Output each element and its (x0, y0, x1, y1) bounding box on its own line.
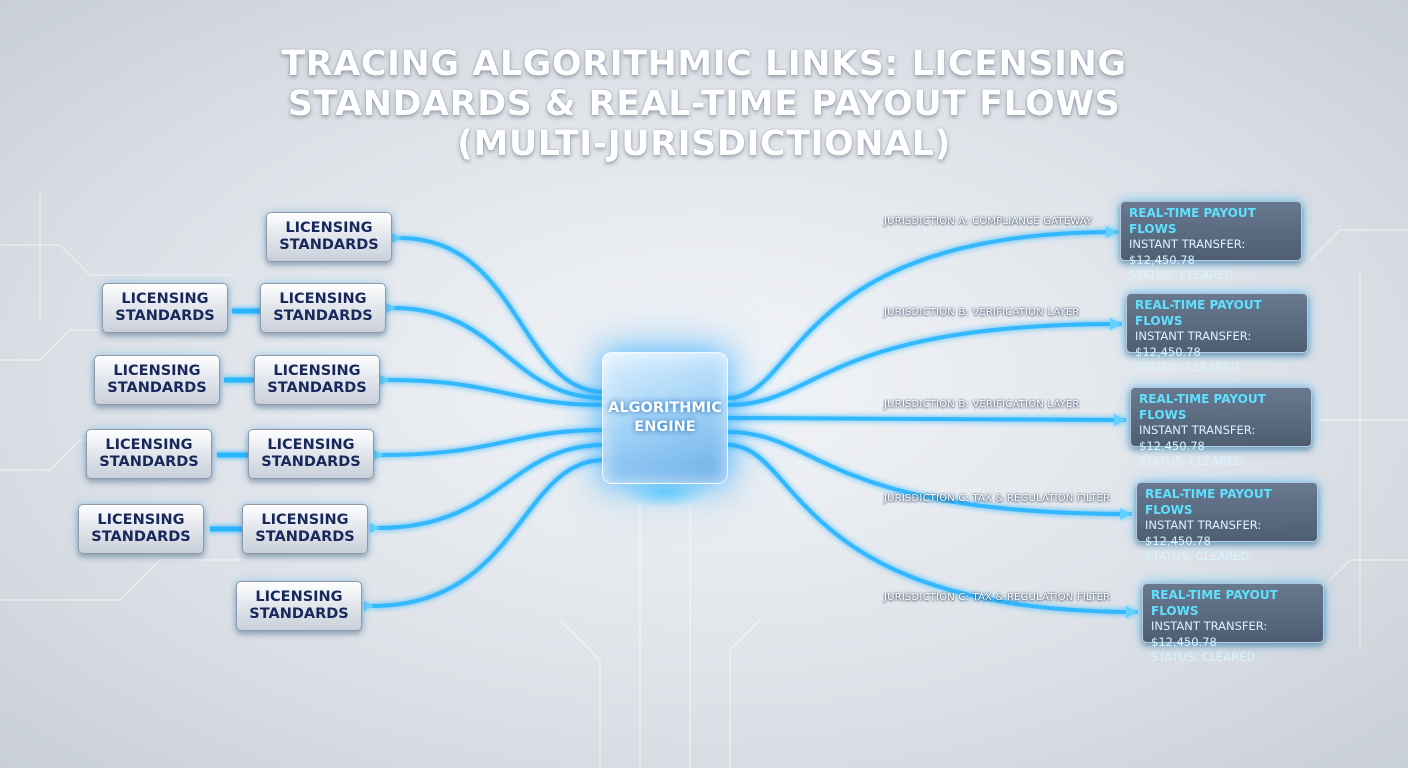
engine-label-line-2: ENGINE (634, 419, 696, 435)
licensing-line-1: LICENSING (113, 363, 201, 379)
licensing-line-1: LICENSING (273, 363, 361, 379)
payout-status: STATUS: CLEARED (1129, 268, 1234, 282)
left-flows (363, 232, 606, 612)
payout-transfer: INSTANT TRANSFER: $12,450.78 (1135, 329, 1252, 359)
licensing-line-2: STANDARDS (91, 529, 191, 545)
payout-heading: REAL-TIME PAYOUT FLOWS (1129, 206, 1256, 236)
payout-heading: REAL-TIME PAYOUT FLOWS (1135, 298, 1262, 328)
payout-transfer: INSTANT TRANSFER: $12,450.78 (1151, 619, 1268, 649)
jurisdiction-label: JURISDICTION C: TAX & REGULATION FILTER (884, 592, 1111, 603)
circuit-traces (0, 190, 1408, 768)
licensing-standards-box: LICENSING STANDARDS (236, 581, 362, 631)
licensing-line-2: STANDARDS (249, 606, 349, 622)
licensing-line-1: LICENSING (279, 291, 367, 307)
licensing-standards-box: LICENSING STANDARDS (78, 504, 204, 554)
licensing-standards-box: LICENSING STANDARDS (94, 355, 220, 405)
title-line-3: (MULTI-JURISDICTIONAL) (457, 124, 951, 164)
jurisdiction-label: JURISDICTION B: VERIFICATION LAYER (884, 307, 1080, 318)
payout-panel: REAL-TIME PAYOUT FLOWS INSTANT TRANSFER:… (1142, 583, 1324, 664)
licensing-standards-box: LICENSING STANDARDS (242, 504, 368, 554)
payout-status: STATUS: CLEARED (1145, 549, 1250, 563)
payout-heading: REAL-TIME PAYOUT FLOWS (1151, 588, 1278, 618)
payout-status: STATUS: CLEARED (1135, 360, 1240, 374)
licensing-line-2: STANDARDS (261, 454, 361, 470)
licensing-line-1: LICENSING (261, 512, 349, 528)
licensing-connectors (210, 308, 262, 532)
engine-label: ALGORITHMIC ENGINE (608, 399, 722, 437)
algorithmic-engine: ALGORITHMIC ENGINE (602, 352, 728, 484)
page-title: TRACING ALGORITHMIC LINKS: LICENSING STA… (0, 44, 1408, 164)
jurisdiction-label: JURISDICTION C: TAX & REGULATION FILTER (884, 493, 1111, 504)
licensing-line-2: STANDARDS (255, 529, 355, 545)
payout-transfer: INSTANT TRANSFER: $12,450.78 (1129, 237, 1246, 267)
licensing-line-2: STANDARDS (115, 308, 215, 324)
right-flows (726, 226, 1138, 618)
payout-panel: REAL-TIME PAYOUT FLOWS INSTANT TRANSFER:… (1136, 482, 1318, 563)
licensing-line-2: STANDARDS (273, 308, 373, 324)
licensing-line-1: LICENSING (105, 437, 193, 453)
jurisdiction-label: JURISDICTION A: COMPLIANCE GATEWAY (884, 216, 1093, 227)
licensing-line-1: LICENSING (285, 220, 373, 236)
payout-panel: REAL-TIME PAYOUT FLOWS INSTANT TRANSFER:… (1126, 293, 1308, 374)
licensing-standards-box: LICENSING STANDARDS (86, 429, 212, 479)
licensing-line-1: LICENSING (267, 437, 355, 453)
payout-transfer: INSTANT TRANSFER: $12,450.78 (1139, 423, 1256, 453)
licensing-line-2: STANDARDS (99, 454, 199, 470)
licensing-line-2: STANDARDS (267, 380, 367, 396)
licensing-line-1: LICENSING (121, 291, 209, 307)
licensing-line-2: STANDARDS (107, 380, 207, 396)
payout-status: STATUS: CLEARED (1139, 454, 1244, 468)
licensing-standards-box: LICENSING STANDARDS (248, 429, 374, 479)
licensing-standards-box: LICENSING STANDARDS (266, 212, 392, 262)
licensing-standards-box: LICENSING STANDARDS (102, 283, 228, 333)
payout-panel: REAL-TIME PAYOUT FLOWS INSTANT TRANSFER:… (1120, 201, 1302, 282)
title-line-1: TRACING ALGORITHMIC LINKS: LICENSING (281, 44, 1127, 84)
engine-label-line-1: ALGORITHMIC (608, 400, 722, 416)
licensing-line-2: STANDARDS (279, 237, 379, 253)
payout-panel: REAL-TIME PAYOUT FLOWS INSTANT TRANSFER:… (1130, 387, 1312, 468)
title-line-2: STANDARDS & REAL-TIME PAYOUT FLOWS (287, 84, 1121, 124)
payout-heading: REAL-TIME PAYOUT FLOWS (1139, 392, 1266, 422)
licensing-standards-box: LICENSING STANDARDS (260, 283, 386, 333)
jurisdiction-label: JURISDICTION B: VERIFICATION LAYER (884, 399, 1080, 410)
payout-transfer: INSTANT TRANSFER: $12,450.78 (1145, 518, 1262, 548)
payout-status: STATUS: CLEARED (1151, 650, 1256, 664)
licensing-standards-box: LICENSING STANDARDS (254, 355, 380, 405)
licensing-line-1: LICENSING (97, 512, 185, 528)
payout-heading: REAL-TIME PAYOUT FLOWS (1145, 487, 1272, 517)
licensing-line-1: LICENSING (255, 589, 343, 605)
